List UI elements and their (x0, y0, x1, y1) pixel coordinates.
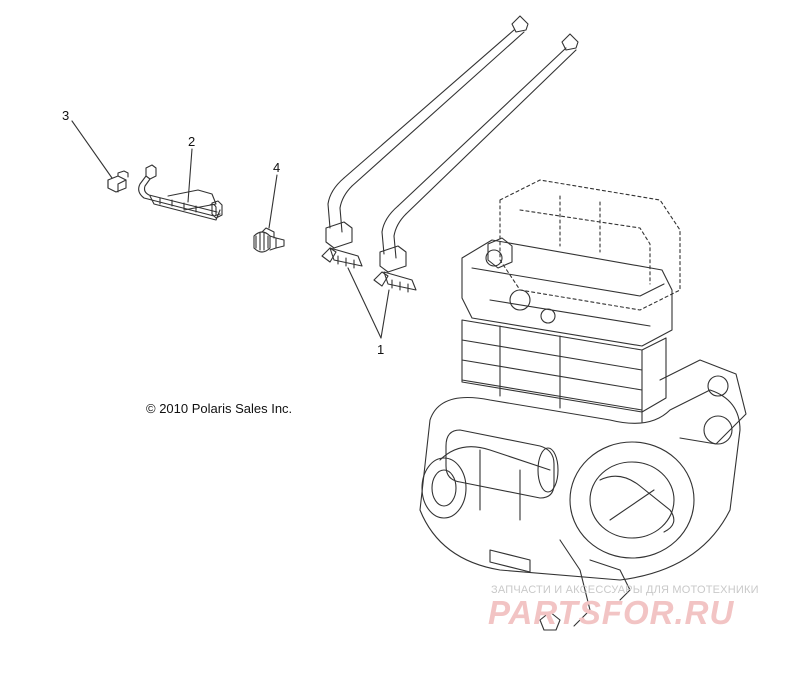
callout-2: 2 (188, 134, 196, 149)
watermark-logo: PARTSFOR.RU (488, 594, 735, 631)
part-2-fuel-rail (138, 164, 223, 221)
copyright-notice: © 2010 Polaris Sales Inc. (146, 401, 293, 416)
part-4-regulator (253, 227, 285, 253)
leader-1b (380, 289, 390, 339)
leader-2 (187, 148, 193, 203)
callout-1: 1 (377, 342, 385, 357)
leader-4 (268, 174, 278, 229)
part-1-injector-left (321, 15, 529, 269)
watermark-tagline: ЗАПЧАСТИ И АКСЕССУАРЫ ДЛЯ МОТОТЕХНИКИ (491, 584, 759, 596)
part-3-fitting (107, 170, 129, 193)
part-1-injector-right (373, 33, 579, 293)
leader-1a (347, 267, 382, 339)
engine (419, 179, 747, 631)
callout-3: 3 (62, 108, 70, 123)
callout-4: 4 (273, 160, 281, 175)
leader-3 (71, 120, 113, 179)
